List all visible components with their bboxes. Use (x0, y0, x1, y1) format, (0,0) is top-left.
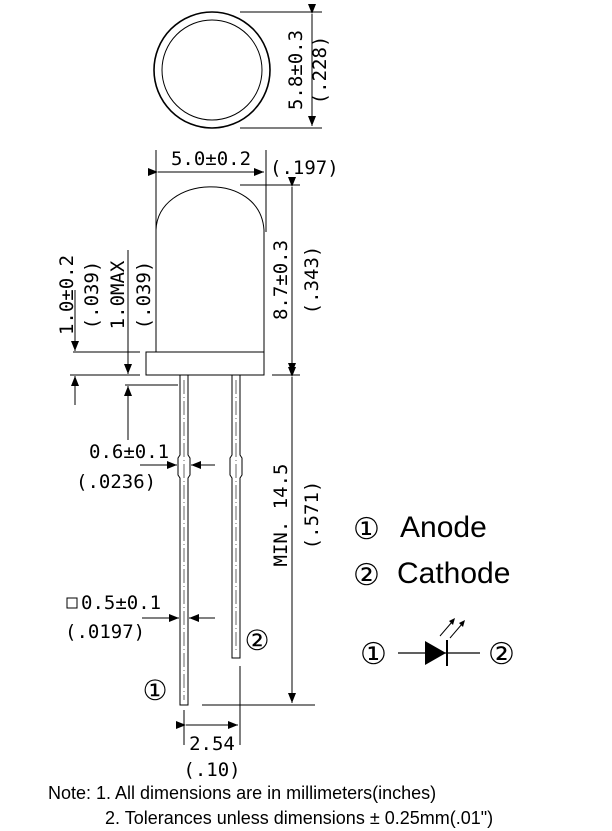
cathode-lead (229, 375, 243, 659)
body-width-inch-label: (.197) (270, 157, 339, 179)
led-schematic-symbol: ① ② (360, 618, 515, 671)
lead-square-inch-label: (.0197) (65, 621, 145, 643)
pin1-marker: ① (142, 675, 167, 706)
flange-height-inch-label: (.039) (81, 261, 103, 330)
pitch-inch-label: (.10) (183, 759, 240, 781)
body-height-label: 8.7±0.3 (270, 240, 292, 320)
lead-length-label: MIN. 14.5 (270, 464, 292, 567)
anode-lead (177, 375, 191, 706)
lead-square-label: 0.5±0.1 (81, 592, 161, 614)
light-emission-arrows-icon (439, 618, 465, 639)
note-line-1: Note: 1. All dimensions are in millimete… (48, 783, 436, 803)
pin2-marker: ② (244, 625, 269, 656)
lead-kink-inch-label: (.0236) (76, 471, 156, 493)
led-body: 5.0±0.2 (.197) 8.7±0.3 (.343) 1.0±0.2 (.… (56, 148, 339, 440)
leads: ① ② 0.6±0.1 (.0236) 0.5±0.1 (.0197) MIN.… (65, 367, 323, 781)
top-view-outer-circle (153, 11, 271, 129)
top-view: 5.8±0.3 (.228) (153, 4, 331, 129)
pitch-label: 2.54 (189, 733, 235, 755)
top-diameter-label: 5.8±0.3 (285, 30, 307, 110)
diode-triangle-icon (425, 641, 446, 665)
led-dome (155, 186, 265, 352)
symbol-pin2-marker: ② (488, 638, 515, 671)
square-lead-icon (66, 597, 78, 609)
legend-pin2-marker: ② (353, 559, 380, 592)
symbol-pin1-marker: ① (360, 638, 387, 671)
legend-cathode-label: Cathode (397, 557, 510, 590)
body-height-inch-label: (.343) (301, 246, 323, 315)
top-view-inner-circle (161, 19, 263, 121)
lead-length-inch-label: (.571) (301, 481, 323, 550)
lead-kink-label: 0.6±0.1 (89, 441, 169, 463)
flange-height-label: 1.0±0.2 (56, 255, 78, 335)
body-width-label: 5.0±0.2 (171, 148, 251, 170)
legend-pin1-marker: ① (353, 513, 380, 546)
legend-anode-label: Anode (400, 511, 487, 544)
flange-max-inch-label: (.039) (133, 261, 155, 330)
pin-legend: ① Anode ② Cathode (353, 511, 510, 592)
flange-max-label: 1.0MAX (107, 260, 129, 329)
top-diameter-inch-label: (.228) (309, 36, 331, 105)
led-flange (145, 351, 265, 376)
note-line-2: 2. Tolerances unless dimensions ± 0.25mm… (105, 808, 493, 828)
